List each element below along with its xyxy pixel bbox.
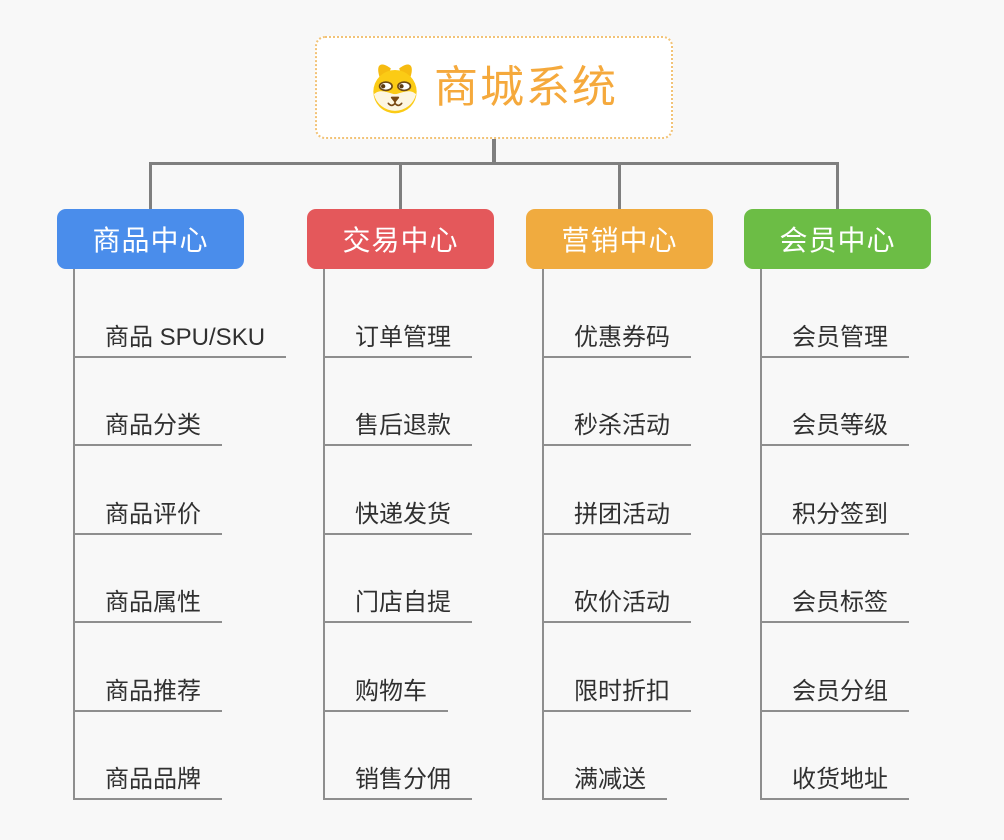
leaf-row: 优惠券码 [544,269,691,358]
leaf-node[interactable]: 满减送 [544,768,667,800]
branch-node-member-center[interactable]: 会员中心 [744,209,931,269]
leaf-node[interactable]: 会员等级 [762,414,909,446]
dog-face-icon [373,64,417,114]
branch-node-trade-center[interactable]: 交易中心 [307,209,494,269]
connector-drop-trade-center [399,164,402,209]
leaf-node[interactable]: 积分签到 [762,502,909,535]
leaf-row: 会员管理 [762,269,909,358]
leaf-node[interactable]: 拼团活动 [544,502,691,535]
leaf-row: 门店自提 [325,535,472,623]
leaf-node[interactable]: 商品 SPU/SKU [75,325,287,358]
root-node[interactable]: 商城系统 [315,36,673,139]
leaf-node[interactable]: 购物车 [325,679,448,712]
leaf-list-marketing-center: 优惠券码 秒杀活动 拼团活动 砍价活动 限时折扣 满减送 [542,269,691,800]
leaf-list-product-center: 商品 SPU/SKU 商品分类 商品评价 商品属性 商品推荐 商品品牌 [73,269,287,800]
connector-drop-marketing-center [618,164,621,209]
branch-trade-center: 交易中心 订单管理 售后退款 快递发货 门店自提 购物车 销售分佣 [307,209,494,800]
leaf-row: 商品评价 [75,446,286,535]
branch-node-product-center[interactable]: 商品中心 [57,209,244,269]
leaf-row: 销售分佣 [325,712,472,800]
connector-root-drop [492,139,496,163]
leaf-node[interactable]: 会员管理 [762,325,909,358]
branch-node-marketing-center[interactable]: 营销中心 [526,209,713,269]
leaf-row: 售后退款 [325,358,472,446]
leaf-list-member-center: 会员管理 会员等级 积分签到 会员标签 会员分组 收货地址 [760,269,909,800]
leaf-node[interactable]: 订单管理 [325,325,472,358]
leaf-node[interactable]: 优惠券码 [544,325,691,358]
leaf-row: 限时折扣 [544,623,691,712]
leaf-node[interactable]: 商品属性 [75,591,222,623]
root-node-label: 商城系统 [434,62,618,112]
leaf-row: 会员分组 [762,623,909,712]
leaf-row: 砍价活动 [544,535,691,623]
leaf-node[interactable]: 商品分类 [75,414,222,446]
leaf-node[interactable]: 售后退款 [325,414,472,446]
leaf-row: 商品 SPU/SKU [75,269,287,358]
leaf-row: 商品推荐 [75,623,286,712]
leaf-node[interactable]: 商品推荐 [75,679,222,712]
leaf-list-trade-center: 订单管理 售后退款 快递发货 门店自提 购物车 销售分佣 [323,269,472,800]
leaf-node[interactable]: 限时折扣 [544,679,691,712]
branch-member-center: 会员中心 会员管理 会员等级 积分签到 会员标签 会员分组 收货地址 [744,209,931,800]
leaf-row: 商品分类 [75,358,286,446]
leaf-row: 会员等级 [762,358,909,446]
connector-drop-member-center [836,164,839,209]
leaf-row: 秒杀活动 [544,358,691,446]
leaf-row: 商品属性 [75,535,286,623]
connector-trunk-horizontal [149,162,839,165]
leaf-row: 会员标签 [762,535,909,623]
leaf-row: 拼团活动 [544,446,691,535]
branch-marketing-center: 营销中心 优惠券码 秒杀活动 拼团活动 砍价活动 限时折扣 满减送 [526,209,713,800]
leaf-node[interactable]: 会员分组 [762,679,909,712]
branch-product-center: 商品中心 商品 SPU/SKU 商品分类 商品评价 商品属性 商品推荐 商品品牌 [57,209,287,800]
leaf-node[interactable]: 商品评价 [75,502,222,535]
leaf-row: 收货地址 [762,712,909,800]
leaf-node[interactable]: 快递发货 [325,502,472,535]
leaf-node[interactable]: 会员标签 [762,591,909,623]
leaf-node[interactable]: 门店自提 [325,591,472,623]
leaf-row: 购物车 [325,623,472,712]
leaf-node[interactable]: 秒杀活动 [544,414,691,446]
leaf-node[interactable]: 收货地址 [762,768,909,800]
leaf-row: 快递发货 [325,446,472,535]
leaf-row: 商品品牌 [75,712,286,800]
leaf-row: 满减送 [544,712,691,800]
leaf-node[interactable]: 砍价活动 [544,591,691,623]
leaf-node[interactable]: 商品品牌 [75,768,222,800]
leaf-node[interactable]: 销售分佣 [325,768,472,800]
leaf-row: 订单管理 [325,269,472,358]
connector-drop-product-center [149,164,152,209]
leaf-row: 积分签到 [762,446,909,535]
